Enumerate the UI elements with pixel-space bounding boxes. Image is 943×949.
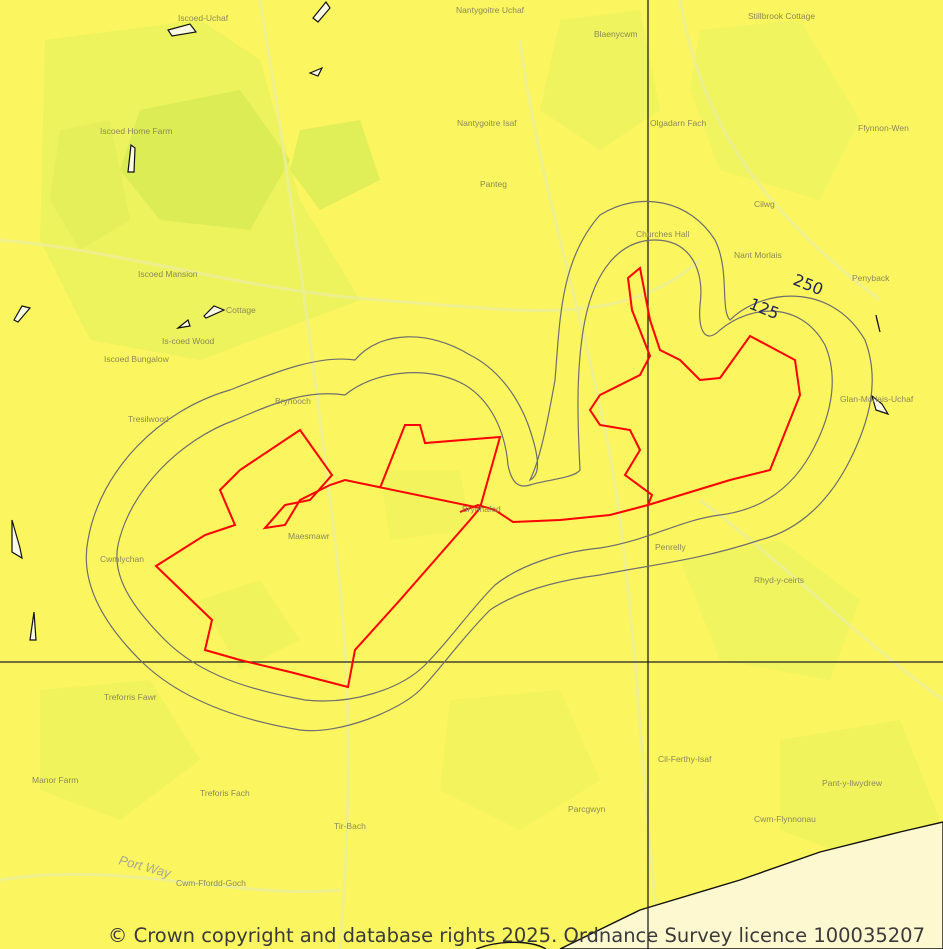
place-label: Ffynnon-Wen	[858, 123, 909, 133]
copyright-notice: © Crown copyright and database rights 20…	[107, 924, 925, 947]
place-label: Penrelly	[655, 542, 686, 552]
site-boundary	[154, 266, 802, 689]
place-label: Brynhafod	[462, 504, 501, 514]
place-label: Maesmawr	[288, 531, 330, 541]
place-label: Cwm-Flynnonau	[754, 814, 816, 824]
place-label: Blaenycwm	[594, 29, 637, 39]
place-label: Brynooch	[275, 396, 311, 406]
place-label: Tresilwood	[128, 414, 169, 424]
place-label: Iscoed Mansion	[138, 269, 198, 279]
buffer-ring-outer	[85, 200, 873, 732]
place-label: Tir-Bach	[334, 821, 366, 831]
site-boundary-east	[588, 266, 802, 507]
site-boundary-north-west	[379, 424, 502, 509]
coastline	[559, 821, 943, 949]
place-label: Stillbrook Cottage	[748, 11, 815, 21]
place-label: Manor Farm	[32, 775, 78, 785]
buffer-ring-inner	[116, 239, 833, 702]
place-label: Cil-Ferthy-Isaf	[658, 754, 712, 764]
place-label: Is-coed Wood	[162, 336, 215, 346]
place-label: Nantygoitre Uchaf	[456, 5, 525, 15]
place-label: Cottage	[226, 305, 256, 315]
buffer-rings	[85, 200, 873, 732]
place-label: Iscoed Bungalow	[104, 354, 170, 364]
site-boundary-west	[154, 428, 482, 689]
place-label: Penyback	[852, 273, 890, 283]
place-label: Panteg	[480, 179, 507, 189]
place-label: Iscoed Home Farm	[100, 126, 172, 136]
place-label: Cwm-Ffordd-Goch	[176, 878, 246, 888]
place-label: Iscoed-Uchaf	[178, 13, 229, 23]
place-label: Treforris Fawr	[104, 692, 157, 702]
water-features	[11, 0, 890, 641]
place-label: Olgadarn Fach	[650, 118, 706, 128]
place-label: Glan-Morlais-Uchaf	[840, 394, 914, 404]
place-label: Treforis Fach	[200, 788, 250, 798]
place-label: Cilwg	[754, 199, 775, 209]
place-label: Parcgwyn	[568, 804, 606, 814]
place-label: Nantygoitre Isaf	[457, 118, 517, 128]
land-cover	[40, 10, 940, 860]
place-label: Nant Morlais	[734, 250, 782, 260]
place-label: Rhyd-y-ceirts	[754, 575, 804, 585]
site-boundary-link	[459, 503, 649, 524]
place-label: Pant-y-llwydrew	[822, 778, 883, 788]
place-label: Churches Hall	[636, 229, 689, 239]
coast-fragment	[475, 941, 547, 949]
place-label: Cwmlychan	[100, 554, 144, 564]
